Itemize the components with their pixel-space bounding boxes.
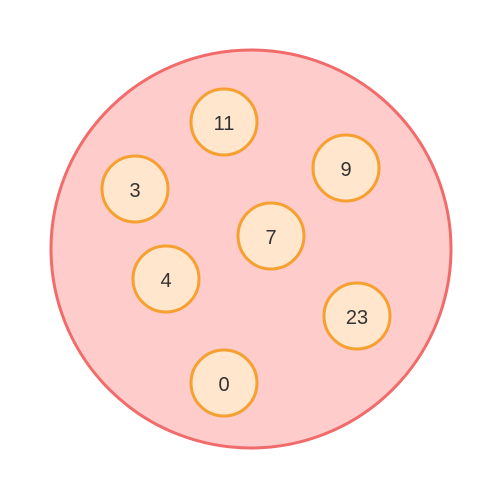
set-element-label: 23: [346, 307, 368, 329]
set-element-label: 9: [340, 159, 351, 181]
set-element-node: 7: [236, 201, 306, 271]
set-element-label: 0: [218, 374, 229, 396]
set-element-node: 0: [189, 348, 259, 418]
set-element-node: 9: [311, 133, 381, 203]
set-element-circle: [189, 87, 259, 157]
set-element-label: 11: [214, 113, 235, 135]
set-element-node: 11: [189, 87, 259, 157]
set-element-circle: [311, 133, 381, 203]
set-element-label: 4: [160, 270, 171, 292]
set-element-circle: [236, 201, 306, 271]
set-element-circle: [131, 244, 201, 314]
set-element-label: 7: [265, 227, 276, 249]
set-element-node: 4: [131, 244, 201, 314]
set-element-node: 23: [322, 281, 392, 351]
set-element-circle: [189, 348, 259, 418]
set-element-circle: [322, 281, 392, 351]
set-element-circle: [100, 154, 170, 224]
set-element-label: 3: [129, 180, 140, 202]
set-element-node: 3: [100, 154, 170, 224]
